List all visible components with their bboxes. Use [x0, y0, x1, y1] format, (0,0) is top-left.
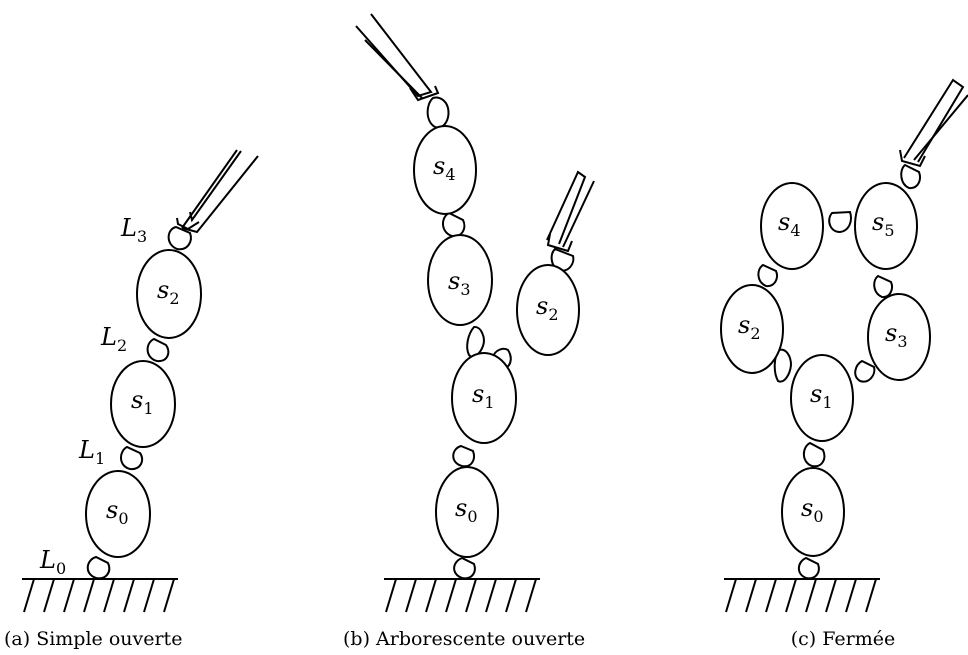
gripper-b-top: [355, 13, 440, 102]
label-b-s3: s3: [448, 267, 471, 299]
caption-c: (c) Fermée: [791, 628, 895, 650]
joint-b0: [453, 556, 476, 580]
panel-c: s0 s1 s2 s3 s4 s5 (c) Fermée: [720, 78, 968, 650]
label-c-s3: s3: [885, 319, 908, 351]
segment-b-s2: [516, 264, 580, 356]
label-c-s0: s0: [801, 494, 824, 526]
label-l2: L2: [100, 323, 127, 355]
label-c-s5: s5: [872, 208, 895, 240]
label-l0: L0: [39, 546, 66, 578]
caption-a: (a) Simple ouverte: [4, 628, 182, 650]
segment-c-s4: [760, 182, 824, 270]
label-l1: L1: [78, 436, 105, 468]
joint-b5: [442, 211, 466, 238]
segment-c-s5: [854, 182, 918, 270]
gripper-a: [176, 149, 259, 234]
segment-s1: [110, 360, 176, 448]
ground-b: [384, 578, 540, 613]
joint-c7: [900, 163, 921, 190]
segment-c-s3: [867, 293, 931, 381]
caption-b: (b) Arborescente ouverte: [343, 628, 585, 650]
label-c-s2: s2: [738, 311, 761, 343]
label-s2: s2: [157, 276, 180, 308]
joint-l0: [86, 555, 111, 580]
joint-c1: [802, 441, 826, 468]
joint-b1: [452, 444, 475, 468]
label-b-s0: s0: [455, 494, 478, 526]
label-c-s1: s1: [810, 380, 833, 412]
segment-s0: [85, 470, 151, 558]
segment-c-s2: [720, 284, 784, 374]
joint-c4: [757, 263, 778, 288]
panel-a: s0 s1 s2 L0 L1 L2 L3 (a) Simple ouverte: [4, 149, 259, 650]
segment-c-s1: [790, 354, 854, 442]
label-b-s4: s4: [433, 152, 456, 184]
joint-c5: [873, 274, 893, 299]
gripper-b-right: [546, 170, 595, 253]
segment-b-s0: [435, 466, 499, 558]
joint-c2: [773, 348, 793, 383]
label-l3: L3: [120, 214, 147, 246]
joint-c3: [854, 359, 876, 383]
ground-a: [22, 578, 178, 613]
gripper-c: [899, 78, 968, 168]
label-s1: s1: [131, 386, 154, 418]
segment-c-s0: [781, 467, 845, 557]
joint-c0: [797, 556, 820, 580]
segment-b-s4: [413, 125, 477, 215]
joint-c6: [828, 210, 852, 234]
joint-l1: [120, 445, 144, 471]
joint-b6: [426, 96, 450, 129]
segment-b-s3: [427, 234, 493, 326]
label-b-s2: s2: [536, 292, 559, 324]
joint-l2: [146, 337, 170, 363]
segment-b-s1: [451, 352, 517, 444]
label-b-s1: s1: [472, 380, 495, 412]
segment-s2: [136, 249, 202, 339]
label-s0: s0: [106, 496, 129, 528]
panel-b: s0 s1 s2 s3 s4 (b) Arborescente ouverte: [343, 13, 595, 650]
joint-l3: [167, 225, 192, 251]
ground-c: [724, 578, 880, 613]
label-c-s4: s4: [778, 208, 801, 240]
